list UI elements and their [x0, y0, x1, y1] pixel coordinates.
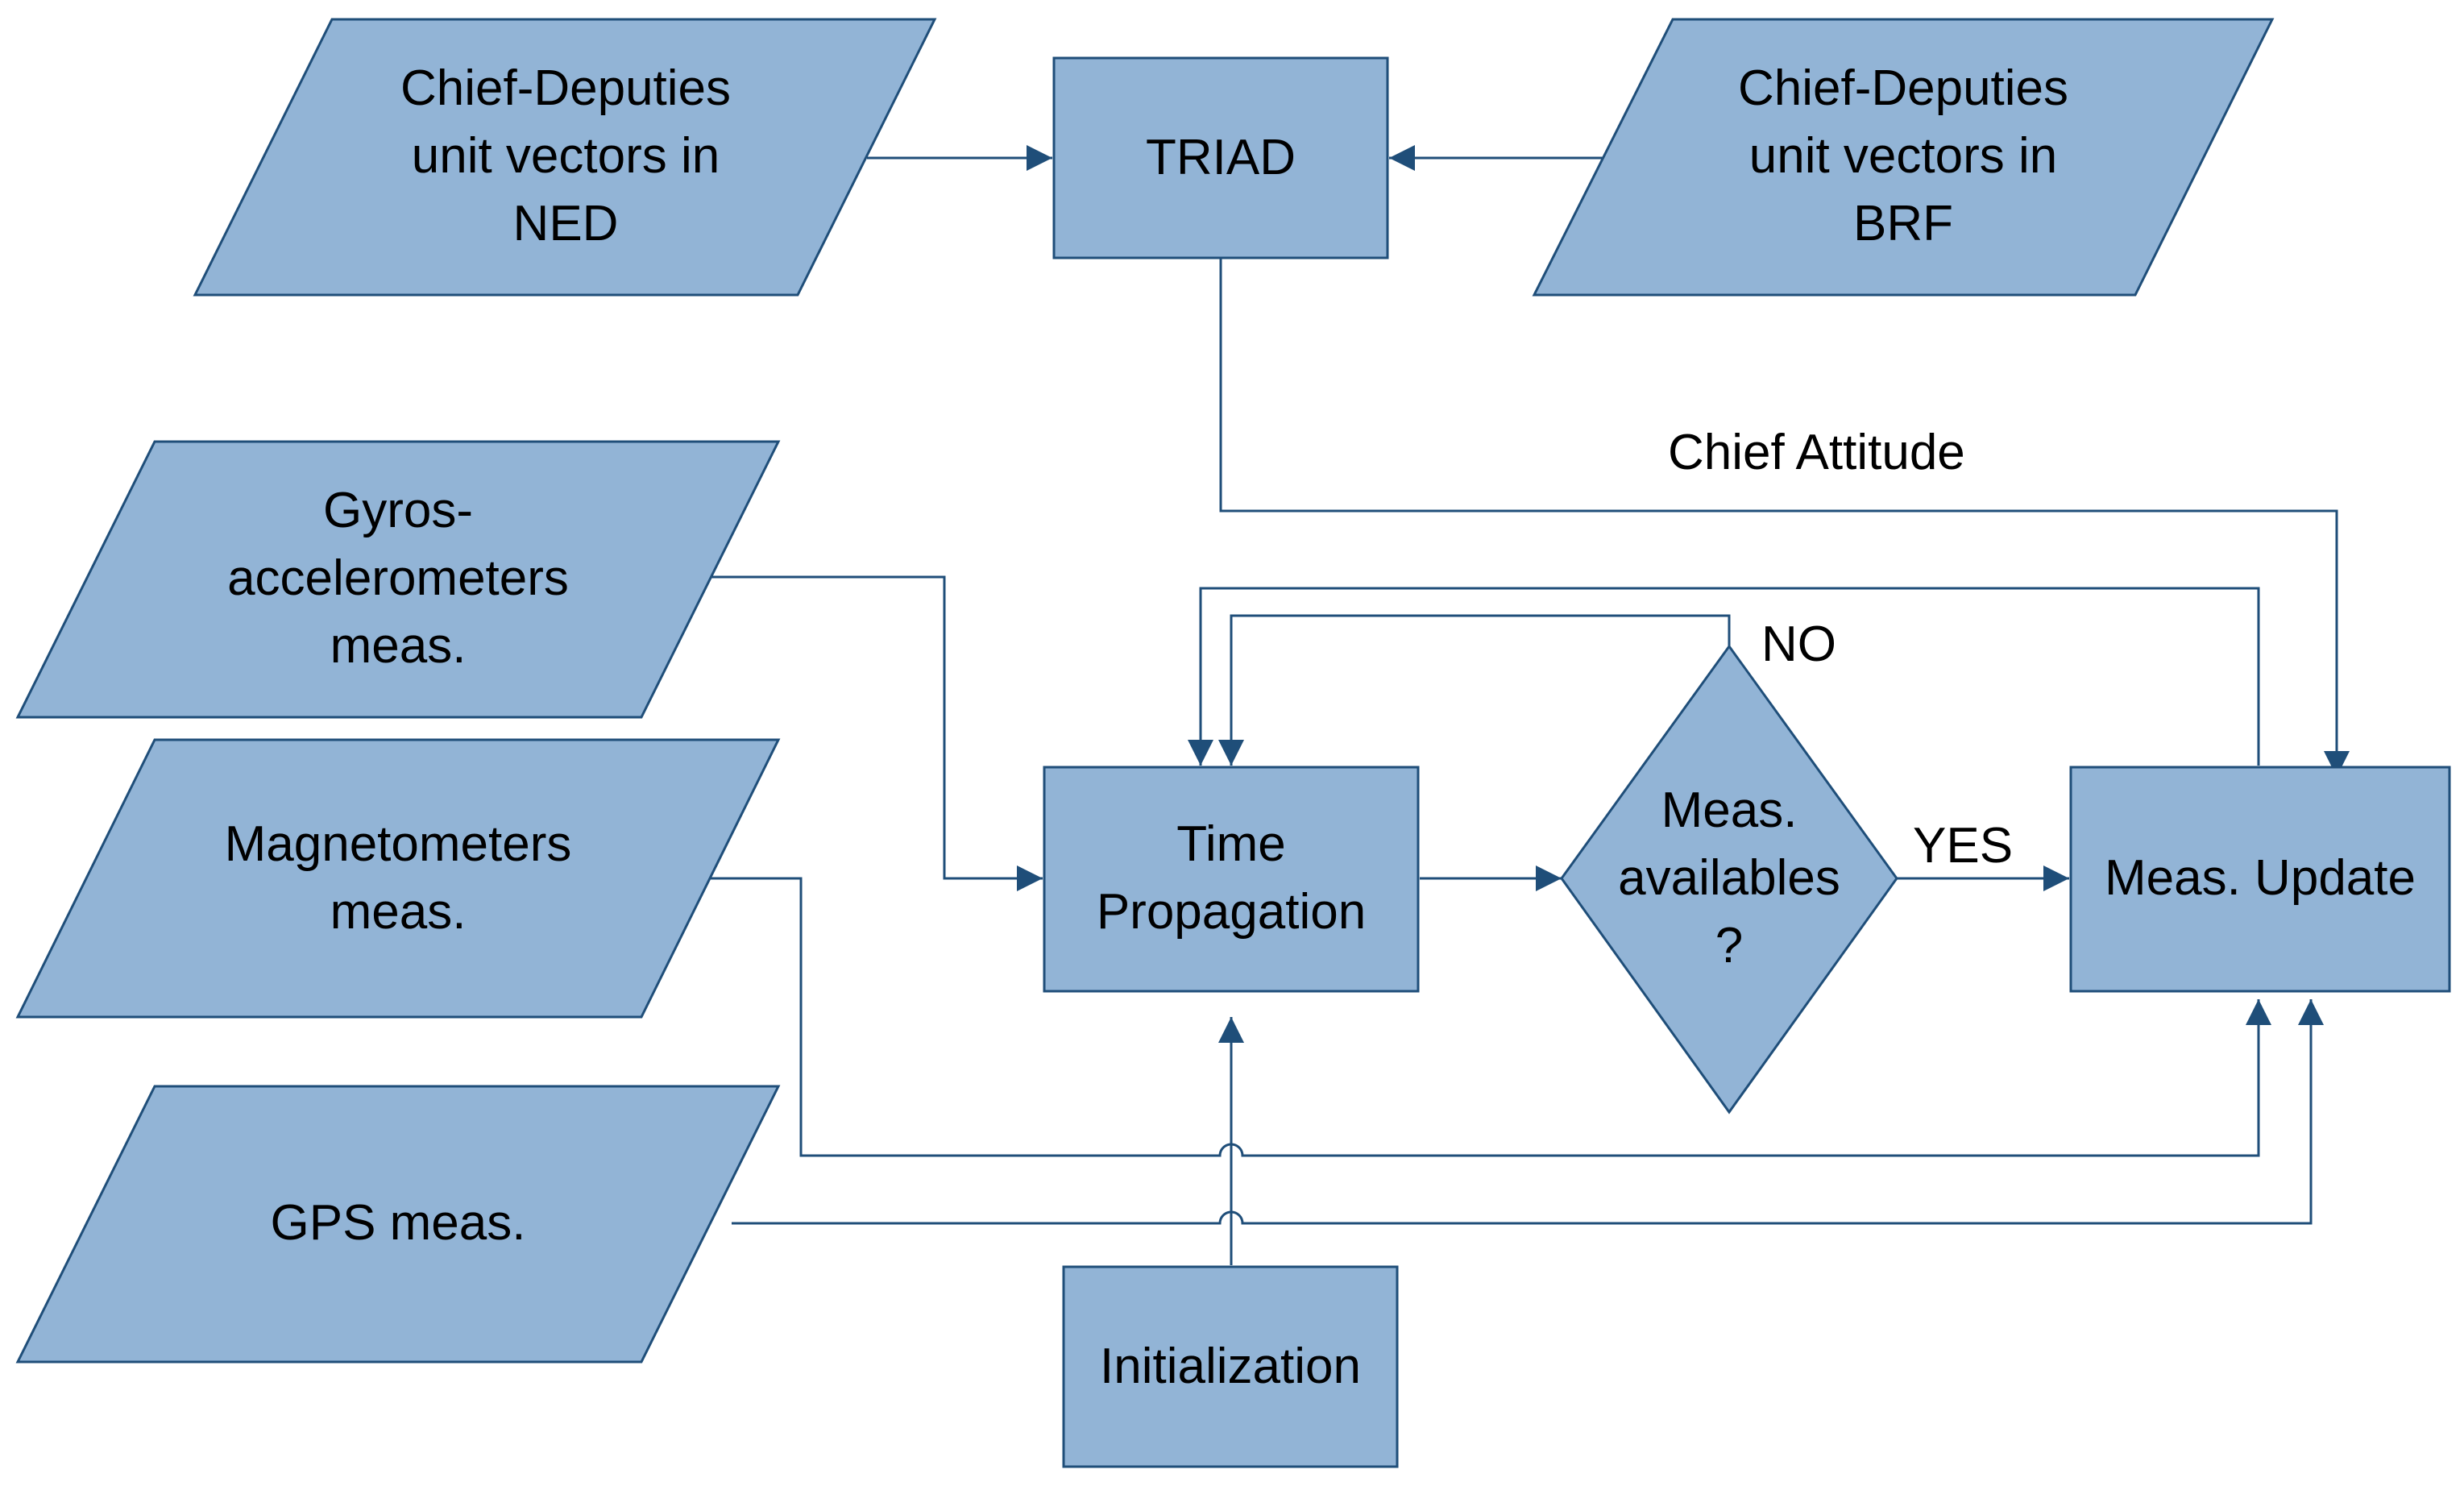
edge-triad-to-meas-update [1219, 258, 2350, 777]
triad-box [1052, 56, 1389, 259]
shapes [15, 18, 2451, 1468]
ned-input-parallelogram [193, 18, 937, 297]
edge-meas-update-feedback-to-time-propagation [1188, 587, 2260, 766]
gps-input-label: GPS meas. [271, 1195, 526, 1251]
edge-labels: Chief Attitude NO YES [1668, 425, 2013, 874]
connectors [711, 145, 2350, 1265]
edge-no-to-time-propagation [1218, 614, 1731, 766]
yes-label: YES [1913, 818, 2013, 874]
gyros-input-parallelogram [15, 440, 781, 719]
no-label: NO [1761, 616, 1836, 672]
time-propagation-box [1043, 766, 1420, 993]
meas-decision-diamond [1560, 644, 1898, 1114]
brf-input-parallelogram [1532, 18, 2275, 297]
initialization-box [1062, 1265, 1399, 1468]
meas-decision-label: Meas.availables? [1618, 782, 1840, 973]
meas-update-label: Meas. Update [2105, 850, 2416, 906]
initialization-label: Initialization [1100, 1339, 1361, 1394]
magnetometers-input-parallelogram [15, 738, 781, 1019]
meas-update-box [2069, 766, 2451, 993]
edge-magnetometers-to-meas-update [711, 877, 2271, 1157]
chief-attitude-label: Chief Attitude [1668, 425, 1965, 480]
edge-gps-to-meas-update [732, 999, 2324, 1225]
triad-label: TRIAD [1146, 130, 1296, 185]
edge-gyros-to-time-propagation [711, 575, 1043, 891]
gps-input-parallelogram [15, 1085, 781, 1364]
